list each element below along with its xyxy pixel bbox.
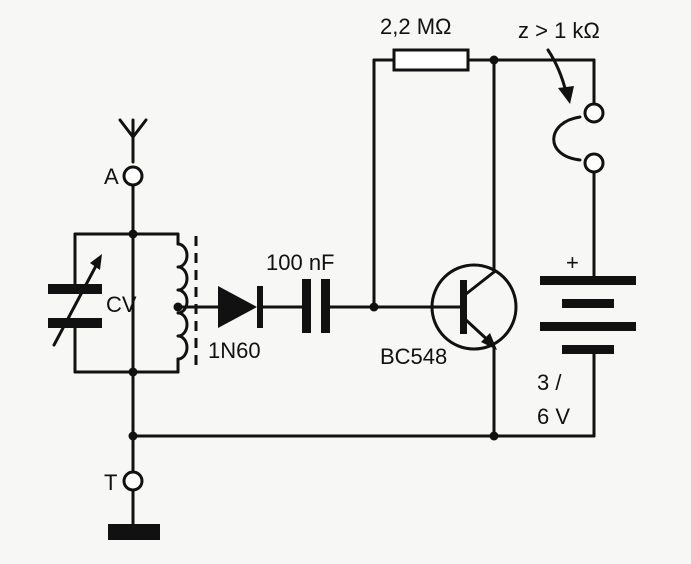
ground-plate <box>108 524 160 540</box>
capacitor-label: 100 nF <box>266 250 335 275</box>
resistor-symbol <box>392 48 470 72</box>
transistor-symbol <box>430 263 518 351</box>
ground-label: T <box>104 470 117 495</box>
coil-symbol <box>176 232 198 374</box>
battery-voltage-line2: 6 V <box>537 404 570 429</box>
variable-capacitor-label: CV <box>106 292 137 317</box>
capacitor-symbol <box>302 279 330 333</box>
battery-voltage-line1: 3 / <box>537 370 562 395</box>
battery-symbol <box>540 276 636 438</box>
antenna-symbol <box>118 118 148 164</box>
ground-terminal <box>122 470 144 492</box>
resistor-label: 2,2 MΩ <box>380 14 451 39</box>
earphone-label: z > 1 kΩ <box>518 18 600 43</box>
antenna-terminal <box>122 165 144 187</box>
earphone-symbol <box>552 58 605 278</box>
junction-tank-top <box>128 229 138 239</box>
battery-plus-label: + <box>566 250 579 275</box>
junction-ground-emitter <box>489 431 499 441</box>
diode-symbol <box>218 286 263 328</box>
junction-ground-left <box>128 431 138 441</box>
antenna-label: A <box>104 164 119 189</box>
diode-label: 1N60 <box>208 338 261 363</box>
earphone-pointer-arrow <box>546 48 574 104</box>
transistor-label: BC548 <box>380 344 447 369</box>
junction-tank-bottom <box>128 367 138 377</box>
variable-capacitor-symbol <box>48 232 102 374</box>
